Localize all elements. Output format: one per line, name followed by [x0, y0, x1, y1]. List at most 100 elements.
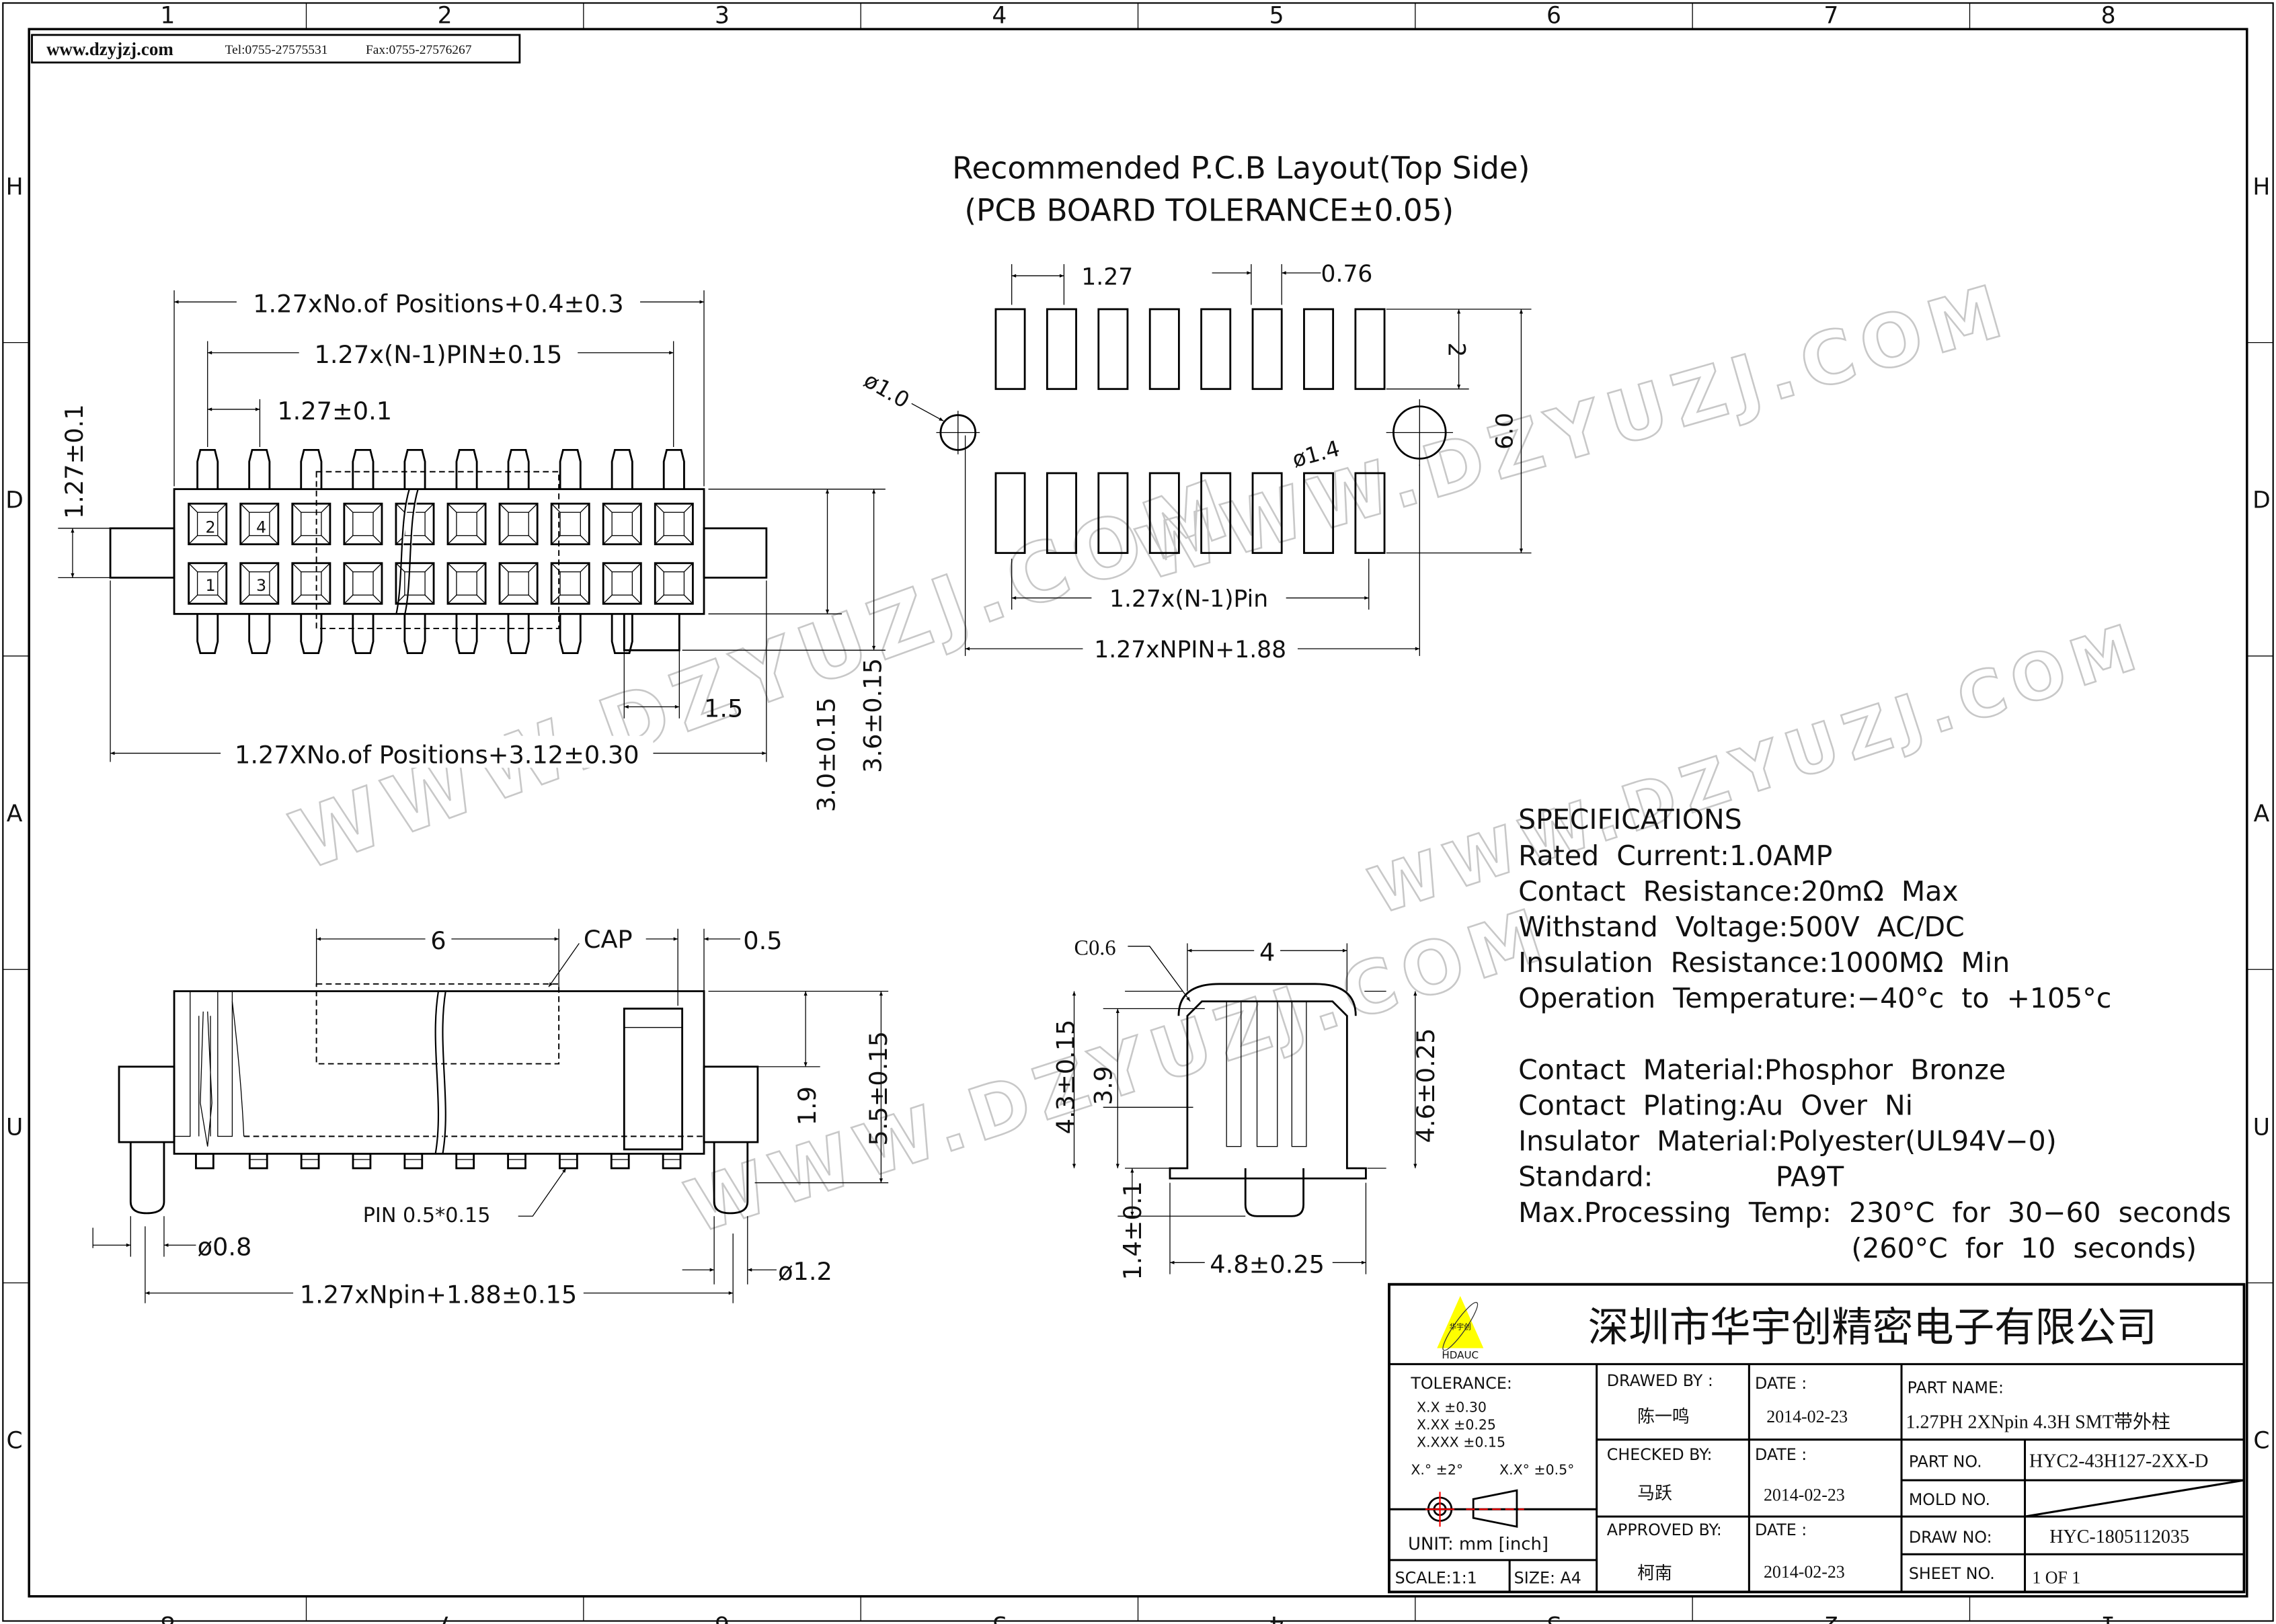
tolerance-xxxx: X.XXX ±0.15 [1417, 1434, 1505, 1450]
cavity-inner [508, 571, 529, 596]
smt-leg [507, 1152, 526, 1170]
dim-pad-length: 2 [1442, 342, 1469, 357]
contact-pin [662, 448, 685, 489]
dim-height-b: 3.9 [1089, 1066, 1118, 1105]
spec-line: Standard: PA9T [1518, 1161, 1844, 1193]
date-checked: 2014-02-23 [1764, 1485, 1845, 1504]
drawed-by-value: 陈一鸣 [1637, 1407, 1690, 1426]
frame-column-label: 6 [1546, 3, 1561, 30]
scale-label: SCALE:1:1 [1395, 1568, 1477, 1587]
spec-line: Insulator Material:Polyester(UL94V−0) [1518, 1125, 2057, 1158]
pin-label-1: 1 [205, 576, 215, 595]
frame-column-label: 1 [160, 3, 175, 30]
dim-depth-a: 3.0±0.15 [812, 697, 840, 812]
contact-pin [403, 614, 426, 655]
cavity-inner [249, 512, 270, 536]
company-logo: 华宇创 HDAUC [1437, 1295, 1484, 1361]
watermark: WWW.DZYUZJ.COM [1128, 268, 2019, 598]
right-post [703, 527, 768, 579]
spec-line: Contact Material:Phosphor Bronze [1518, 1053, 2006, 1086]
contact-pin [352, 448, 375, 489]
watermark: WWW.DZYUZJ.COM [279, 460, 1247, 889]
pin-note: PIN 0.5*0.15 [363, 1204, 491, 1227]
side-view: 6 CAP 0.5 1.9 5.5±0.15 PIN 0.5*0.15 ø0.8… [92, 923, 893, 1309]
cavity-inner [196, 571, 219, 596]
approved-by-label: APPROVED BY: [1607, 1520, 1722, 1539]
sheet-no-value: 1 OF 1 [2032, 1568, 2080, 1587]
contact-cavity [550, 562, 590, 605]
spec-line: Contact Plating:Au Over Ni [1518, 1090, 1913, 1122]
contact-cavity [291, 562, 331, 605]
dim-height-a: 1.9 [793, 1086, 822, 1125]
pcb-pad [1200, 472, 1232, 555]
dim-edge: 0.5 [743, 926, 782, 955]
smt-leg [195, 1152, 214, 1170]
top-view: 2 4 1 3 1.27xNo.of Positions+0.4±0.3 1.2… [58, 284, 887, 812]
dim-total-span: 1.27xNPIN+1.88 [1094, 637, 1286, 663]
contact-pin [196, 448, 219, 489]
spec-line: Withstand Voltage:500V AC/DC [1518, 911, 1965, 943]
cavity-inner [663, 512, 685, 536]
cavity-chamfer [499, 503, 538, 545]
pcb-pad [1303, 472, 1335, 555]
dim-chamfer: C0.6 [1074, 936, 1116, 961]
dim-pad-pitch: 1.27 [1081, 263, 1133, 290]
cavity-inner [611, 512, 633, 536]
spec-line: Operation Temperature:−40°c to +105°c [1518, 982, 2111, 1014]
title-block: 华宇创 HDAUC 深圳市华宇创精密电子有限公司 TOLERANCE: X.X … [1388, 1283, 2246, 1594]
specifications: SPECIFICATIONS Rated Current:1.0AMPConta… [1518, 803, 2231, 1264]
draw-no-value: HYC-1805112035 [2049, 1527, 2189, 1547]
contact-pin [248, 614, 271, 655]
date-drawed: 2014-02-23 [1766, 1407, 1848, 1426]
frame-column-label: 8 [2101, 3, 2116, 30]
cavity-inner [559, 512, 581, 536]
pcb-pad [1251, 472, 1283, 555]
frame-row-label: D [5, 487, 24, 514]
pcb-pad [1251, 308, 1283, 391]
date-label: DATE : [1755, 1445, 1807, 1464]
cavity-chamfer [447, 503, 486, 545]
contact-cavity [446, 562, 487, 605]
contact-pin [196, 614, 219, 655]
cavity-inner [559, 571, 581, 596]
cap-outline [315, 983, 560, 1065]
part-no-value: HYC2-43H127-2XX-D [2029, 1451, 2208, 1472]
spec-line: Contact Resistance:20mΩ Max [1518, 875, 1959, 907]
cavity-inner [611, 571, 633, 596]
cavity-chamfer [344, 503, 383, 545]
cavity-chamfer [551, 503, 590, 545]
frame-column-label: 3 [1546, 1611, 1561, 1624]
pin-label-3: 3 [256, 576, 266, 595]
frame-row-label: A [7, 801, 23, 827]
company-name: 深圳市华宇创精密电子有限公司 [1588, 1305, 2157, 1350]
sheet-no-label: SHEET NO. [1909, 1564, 1995, 1583]
contact-cavity [498, 562, 539, 605]
dim-overall-width: 1.27xNo.of Positions+0.4±0.3 [253, 289, 623, 318]
tolerance-xx: X.X ±0.30 [1417, 1399, 1487, 1416]
smt-leg [300, 1152, 320, 1170]
dim-post-length: 1.4±0.1 [1118, 1181, 1147, 1280]
cavity-inner [301, 571, 322, 596]
cavity-chamfer [188, 563, 227, 604]
frame-column-label: 6 [715, 1611, 730, 1624]
smt-leg [352, 1152, 372, 1170]
pcb-pad [1200, 308, 1232, 391]
frame-column-label: 5 [992, 1611, 1007, 1624]
contact-cavity [395, 562, 435, 605]
contact-cavity [550, 502, 590, 546]
dim-row-pitch: 1.27±0.1 [60, 404, 89, 519]
dim-pin-span: 1.27x(N-1)Pin [1109, 586, 1268, 613]
spec-title: SPECIFICATIONS [1518, 803, 1742, 836]
smt-leg [455, 1152, 475, 1170]
pcb-pad [994, 308, 1026, 391]
spec-line: Max.Processing Temp: 230°C for 30−60 sec… [1518, 1196, 2231, 1229]
frame-column-label: 2 [438, 3, 453, 30]
contact-pin [507, 448, 530, 489]
contact-pin [300, 614, 323, 655]
frame-row-label: H [2252, 173, 2270, 200]
contact-cavity [602, 502, 642, 546]
spec-line: (260°C for 10 seconds) [1518, 1232, 2197, 1264]
contact-pin [559, 448, 582, 489]
dim-width: 4 [1259, 938, 1275, 967]
dim-row-span: 6.0 [1491, 413, 1518, 450]
